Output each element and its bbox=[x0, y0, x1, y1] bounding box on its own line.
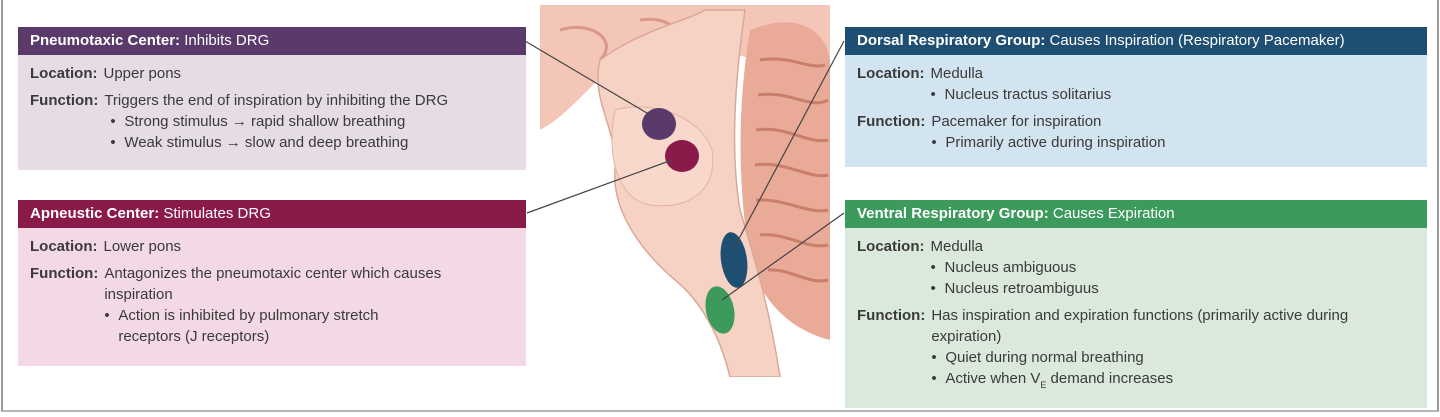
bullet-item: Nucleus retroambiguus bbox=[931, 278, 1416, 299]
bullet-item: Quiet during normal breathing bbox=[931, 347, 1371, 368]
pneumotaxic-location-row: Location: Upper pons bbox=[30, 63, 514, 84]
dorsal-group-marker bbox=[720, 232, 748, 288]
bullet-item: Action is inhibited by pulmonary stretch… bbox=[104, 305, 444, 347]
bullet-item: Strong stimulus → rapid shallow breathin… bbox=[110, 111, 514, 132]
bullet-item: Nucleus tractus solitarius bbox=[931, 84, 1416, 105]
function-value: Antagonizes the pneumotaxic center which… bbox=[104, 265, 442, 303]
apneustic-header: Apneustic Center: Stimulates DRG bbox=[18, 200, 526, 228]
apneustic-title-rest: Stimulates DRG bbox=[159, 205, 271, 222]
function-label: Function: bbox=[857, 307, 926, 324]
bullet-item: Nucleus ambiguous bbox=[931, 257, 1416, 278]
location-value: Lower pons bbox=[103, 238, 182, 255]
pneumotaxic-center-box: Pneumotaxic Center: Inhibits DRG Locatio… bbox=[18, 27, 526, 170]
location-label: Location: bbox=[30, 238, 98, 255]
pneumotaxic-center-marker bbox=[642, 108, 676, 140]
dorsal-title-strong: Dorsal Respiratory Group: bbox=[857, 32, 1046, 49]
pneumotaxic-leader-line bbox=[524, 40, 653, 117]
function-value: Pacemaker for inspiration bbox=[931, 113, 1102, 130]
pneumotaxic-title-strong: Pneumotaxic Center: bbox=[30, 32, 181, 49]
bullet-item-ve-demand: Active when VE demand increases bbox=[931, 368, 1371, 391]
apneustic-center-box: Apneustic Center: Stimulates DRG Locatio… bbox=[18, 200, 526, 366]
location-label: Location: bbox=[857, 65, 925, 82]
location-label: Location: bbox=[30, 65, 98, 82]
dorsal-function-row: Function: Pacemaker for inspiration Prim… bbox=[857, 111, 1415, 153]
bullet-item: Primarily active during inspiration bbox=[931, 132, 1415, 153]
ventral-title-strong: Ventral Respiratory Group: bbox=[857, 205, 1049, 222]
apneustic-function-row: Function: Antagonizes the pneumotaxic ce… bbox=[30, 263, 514, 347]
apneustic-location-row: Location: Lower pons bbox=[30, 236, 514, 257]
location-label: Location: bbox=[857, 238, 925, 255]
dorsal-respiratory-group-box: Dorsal Respiratory Group: Causes Inspira… bbox=[845, 27, 1427, 167]
location-value: Upper pons bbox=[103, 65, 182, 82]
apneustic-title-strong: Apneustic Center: bbox=[30, 205, 160, 222]
ve-text-post: demand increases bbox=[1046, 370, 1174, 387]
dorsal-title-rest: Causes Inspiration (Respiratory Pacemake… bbox=[1045, 32, 1345, 49]
bullet-item: Weak stimulus → slow and deep breathing bbox=[110, 132, 514, 153]
ventral-function-row: Function: Has inspiration and expiration… bbox=[857, 305, 1415, 391]
ventral-group-marker bbox=[705, 286, 735, 334]
dorsal-leader-line bbox=[733, 40, 845, 249]
apneustic-leader-line bbox=[526, 159, 673, 214]
ve-text-pre: Active when V bbox=[945, 370, 1041, 387]
function-value: Triggers the end of inspiration by inhib… bbox=[104, 92, 449, 109]
ventral-location-row: Location: Medulla Nucleus ambiguous Nucl… bbox=[857, 236, 1415, 299]
pneumotaxic-function-row: Function: Triggers the end of inspiratio… bbox=[30, 90, 514, 153]
pneumotaxic-header: Pneumotaxic Center: Inhibits DRG bbox=[18, 27, 526, 55]
ventral-title-rest: Causes Expiration bbox=[1048, 205, 1175, 222]
cerebellum-folia bbox=[754, 57, 829, 283]
pneumotaxic-title-rest: Inhibits DRG bbox=[180, 32, 270, 49]
dorsal-header: Dorsal Respiratory Group: Causes Inspira… bbox=[845, 27, 1427, 55]
function-value: Has inspiration and expiration functions… bbox=[931, 307, 1349, 345]
location-value: Medulla bbox=[930, 65, 984, 82]
function-label: Function: bbox=[30, 265, 99, 282]
ventral-leader-line bbox=[721, 212, 845, 301]
dorsal-location-row: Location: Medulla Nucleus tractus solita… bbox=[857, 63, 1415, 105]
apneustic-center-marker bbox=[665, 140, 699, 172]
ventral-header: Ventral Respiratory Group: Causes Expira… bbox=[845, 200, 1427, 228]
ventral-respiratory-group-box: Ventral Respiratory Group: Causes Expira… bbox=[845, 200, 1427, 408]
function-label: Function: bbox=[857, 113, 926, 130]
ve-subscript: E bbox=[1040, 380, 1047, 390]
location-value: Medulla bbox=[930, 238, 984, 255]
function-label: Function: bbox=[30, 92, 99, 109]
